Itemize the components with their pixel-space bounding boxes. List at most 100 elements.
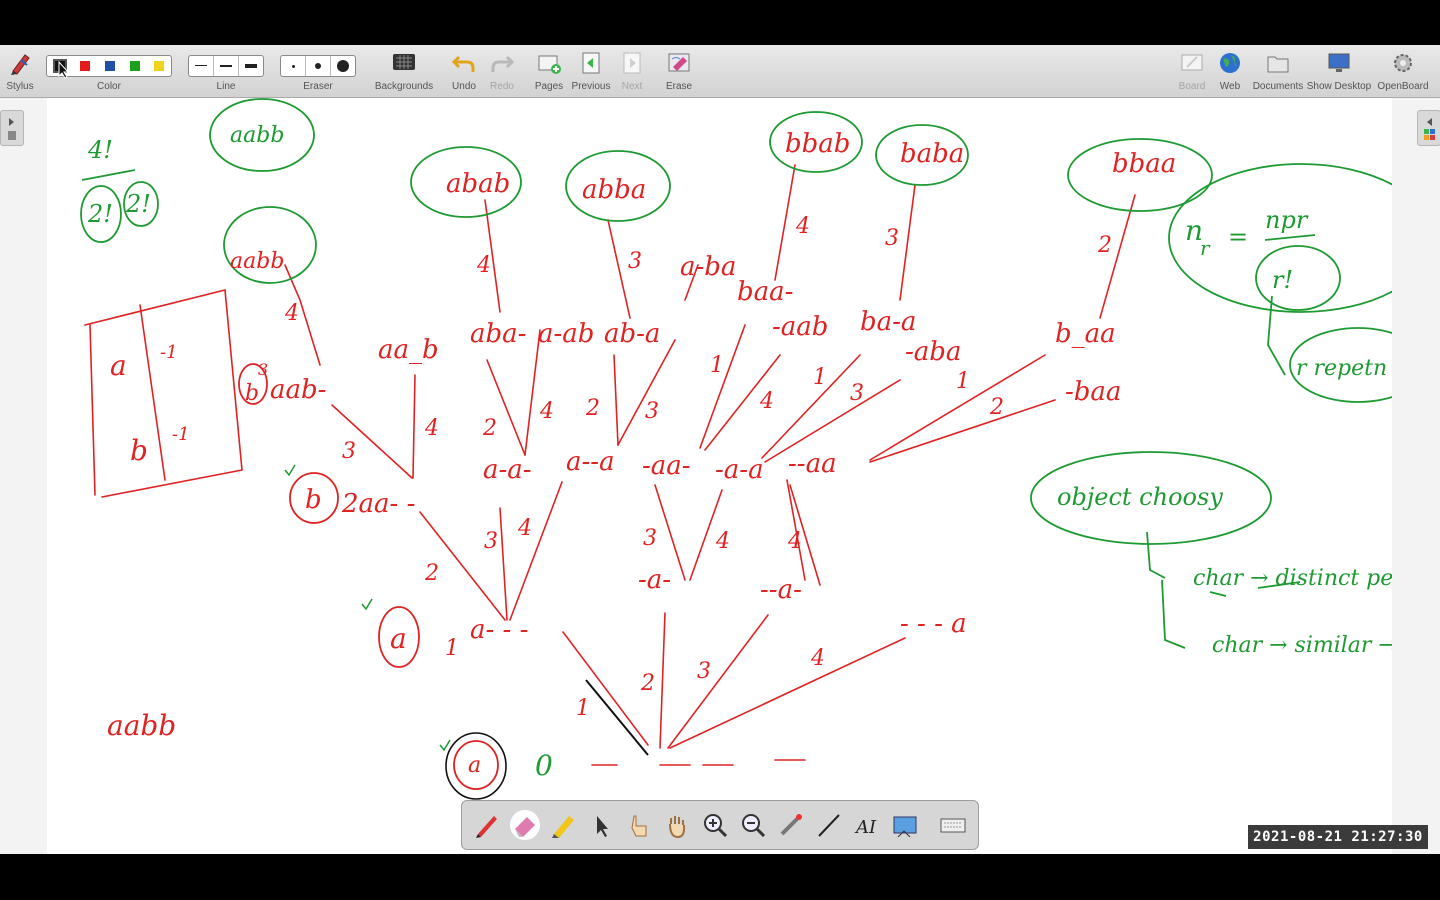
hand-tool[interactable] [662, 810, 692, 840]
previous-button[interactable]: Previous [570, 45, 612, 97]
capture-tool[interactable] [890, 810, 920, 840]
openboard-menu-button[interactable]: OpenBoard [1374, 45, 1432, 97]
pattern-a___: a- - - [470, 615, 528, 645]
red-text: abab abba bbab baba bbaa aabb 4 3 4 3 2 … [107, 129, 1176, 782]
screen-capture-icon [893, 816, 917, 838]
whiteboard-canvas[interactable]: abab abba bbab baba bbaa aabb 4 3 4 3 2 … [47, 98, 1392, 854]
left-gutter [0, 98, 47, 854]
pattern-aba: aba- [470, 319, 526, 349]
zoom-in-tool[interactable] [700, 810, 730, 840]
line-medium-button[interactable] [214, 56, 239, 76]
pattern-_aa_: -aa- [642, 451, 691, 481]
num-4: 4 [787, 529, 802, 554]
eraser-medium-button[interactable] [306, 56, 331, 76]
undo-button[interactable]: Undo [448, 45, 480, 97]
num-1: 1 [813, 365, 827, 390]
chevron-right-icon [8, 118, 16, 140]
green-checkmarks [284, 464, 451, 752]
pen-tool[interactable] [472, 810, 502, 840]
pattern-a-a: a-a- [483, 455, 532, 485]
next-button[interactable]: Next [616, 45, 648, 97]
grid-b: b [130, 434, 148, 467]
zoom-out-tool[interactable] [738, 810, 768, 840]
formula-r: r [1200, 236, 1211, 260]
selector-tool[interactable] [586, 810, 616, 840]
num-2: 2 [640, 671, 655, 696]
pages-button[interactable]: Pages [532, 45, 566, 97]
web-button[interactable]: Web [1212, 45, 1248, 97]
right-panel-toggle[interactable] [1417, 110, 1440, 146]
eraser-tool[interactable] [510, 810, 540, 840]
laser-pointer-icon [780, 814, 802, 836]
color-blue-swatch[interactable] [105, 61, 115, 71]
word-aabb: aabb [107, 709, 176, 742]
virtual-keyboard-tool[interactable] [938, 810, 968, 840]
highlighter-tool[interactable] [548, 810, 578, 840]
line-thin-button[interactable] [189, 56, 214, 76]
interact-tool[interactable] [624, 810, 654, 840]
pattern-_a_a: -a-a [715, 455, 764, 485]
line-width-selector [188, 55, 264, 77]
line-thick-button[interactable] [239, 56, 263, 76]
next-page-icon [623, 52, 641, 74]
documents-button[interactable]: Documents [1252, 45, 1304, 97]
num-1: 1 [576, 696, 590, 721]
redo-button[interactable]: Redo [486, 45, 518, 97]
black-circle [445, 732, 507, 800]
stylus-icon [11, 54, 30, 75]
previous-page-icon [582, 52, 600, 74]
erase-button[interactable]: Erase [660, 45, 698, 97]
num-4: 4 [284, 301, 299, 326]
note-r-repetition: r repetn [1296, 356, 1387, 381]
green-text: 4! 2! 2! aabb n r = npr r! r repetn obje… [87, 123, 1392, 658]
color-yellow-swatch[interactable] [154, 61, 164, 71]
stylus-button[interactable]: Stylus [4, 45, 36, 97]
pattern-_baa: -baa [1065, 377, 1121, 407]
backgrounds-label: Backgrounds [374, 81, 434, 92]
board-button[interactable]: Board [1174, 45, 1210, 97]
circled-a: a [468, 753, 481, 778]
color-group: Color [46, 45, 172, 97]
num-2: 2 [585, 396, 600, 421]
undo-icon [451, 55, 475, 72]
eraser-small-button[interactable] [281, 56, 306, 76]
note-char-similar: char → similar → combin [1212, 633, 1392, 658]
line-icon [818, 814, 840, 837]
two-factorial: 2! [87, 200, 113, 228]
color-green-swatch[interactable] [130, 61, 140, 71]
pattern-_aba: -aba [905, 337, 961, 367]
mouse-cursor-icon [58, 61, 70, 79]
eraser-label: Eraser [303, 81, 333, 92]
eraser-group: Eraser [280, 45, 356, 97]
laser-pointer-tool[interactable] [776, 810, 806, 840]
highlighter-icon [552, 816, 574, 838]
pointing-hand-icon [631, 815, 647, 837]
num-4: 4 [759, 389, 774, 414]
backgrounds-button[interactable]: Backgrounds [374, 45, 434, 97]
pattern-a--a: a--a [566, 447, 615, 477]
eraser-large-button[interactable] [331, 56, 355, 76]
erase-board-icon [668, 53, 690, 72]
color-red-swatch[interactable] [80, 61, 90, 71]
num-3: 3 [628, 249, 642, 274]
perm-bbaa: bbaa [1112, 149, 1176, 179]
grid-value: -1 [172, 424, 190, 445]
num-1: 1 [956, 369, 970, 394]
num-3: 3 [342, 439, 356, 464]
num-2: 2 [482, 416, 497, 441]
timestamp-overlay: 2021-08-21 21:27:30 [1248, 825, 1428, 849]
main-toolbar: Stylus Color Line Eraser [0, 45, 1440, 98]
pages-icon [538, 55, 561, 74]
svg-text:AI: AI [854, 817, 877, 838]
color-label: Color [97, 81, 121, 92]
perm-abab: abab [446, 169, 510, 199]
text-tool[interactable]: AI [852, 810, 882, 840]
show-desktop-button[interactable]: Show Desktop [1306, 45, 1372, 97]
pattern-aa: 2aa- - [341, 489, 415, 519]
num-3: 3 [697, 659, 711, 684]
num-4: 4 [476, 253, 491, 278]
pattern-___a: - - - a [900, 609, 967, 639]
documents-icon [1267, 56, 1289, 73]
left-panel-toggle[interactable] [0, 110, 24, 146]
line-tool[interactable] [814, 810, 844, 840]
